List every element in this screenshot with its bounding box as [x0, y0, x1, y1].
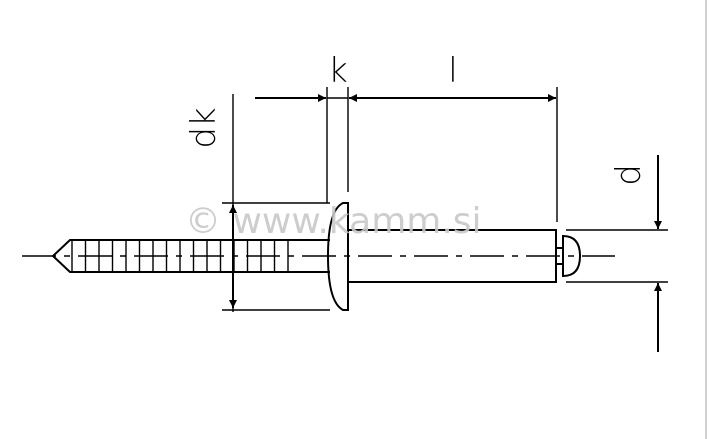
rivet-head: [326, 202, 349, 311]
dimension-l: l: [349, 51, 558, 222]
dimension-k: k: [255, 51, 349, 203]
mandrel: [51, 239, 330, 273]
dimension-dk: dk: [184, 94, 330, 312]
mandrel-head: [556, 234, 582, 278]
label-d: d: [609, 164, 649, 186]
label-k: k: [328, 51, 348, 91]
label-l: l: [448, 51, 457, 91]
label-dk: dk: [184, 107, 224, 148]
window-edge: [705, 0, 707, 439]
watermark: © www.kamm.si: [185, 201, 482, 242]
rivet-body: [348, 229, 557, 283]
dimension-d: d: [566, 155, 668, 352]
